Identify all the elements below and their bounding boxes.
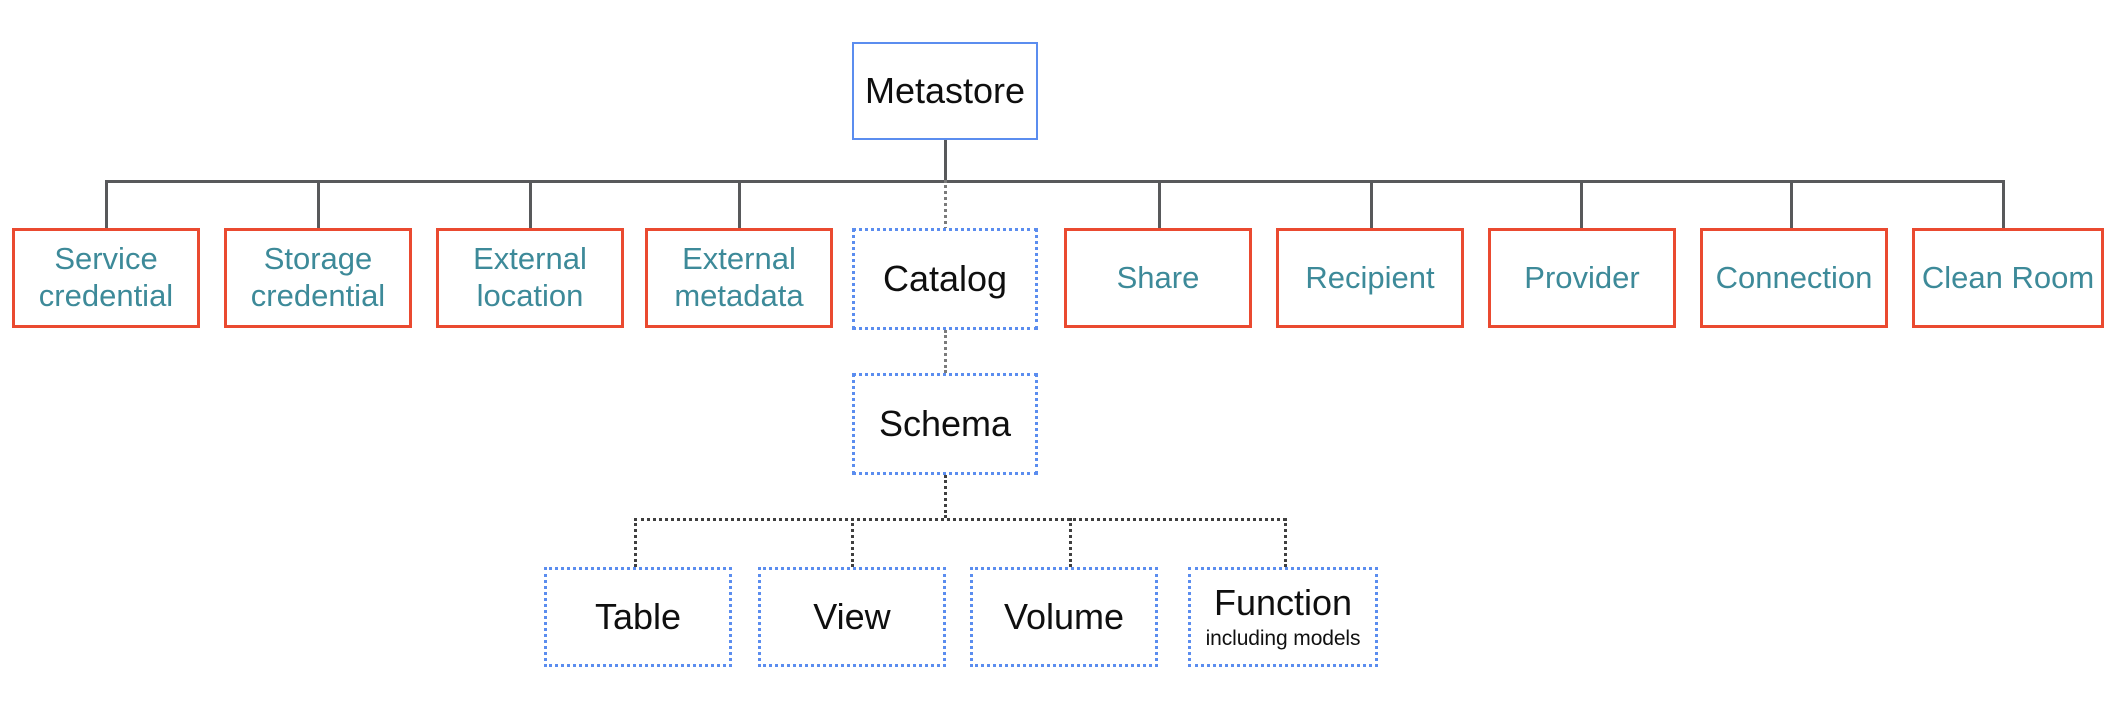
connector-drop-service-credential — [105, 180, 108, 228]
connector-drop-volume — [1069, 518, 1072, 567]
node-service-credential-label-line1: Service — [54, 241, 158, 277]
node-view-label: View — [813, 595, 891, 637]
node-function-sublabel: including models — [1205, 626, 1361, 650]
connector-drop-recipient — [1370, 180, 1373, 228]
connector-drop-share — [1158, 180, 1161, 228]
node-volume[interactable]: Volume — [970, 567, 1158, 667]
node-connection-label: Connection — [1715, 259, 1873, 295]
node-storage-credential[interactable]: Storage credential — [224, 228, 412, 328]
connector-bus-bar — [105, 180, 2005, 183]
connector-drop-catalog — [944, 180, 947, 230]
node-metastore[interactable]: Metastore — [852, 42, 1038, 140]
node-recipient[interactable]: Recipient — [1276, 228, 1464, 328]
connector-drop-view — [851, 518, 854, 567]
node-external-metadata-label-line2: metadata — [674, 278, 804, 313]
node-function[interactable]: Function including models — [1188, 567, 1378, 667]
node-schema[interactable]: Schema — [852, 373, 1038, 475]
connector-schema-stub — [944, 475, 947, 518]
connector-drop-clean-room — [2002, 180, 2005, 228]
connector-drop-external-location — [529, 180, 532, 228]
node-provider-label: Provider — [1524, 259, 1640, 295]
node-volume-label: Volume — [1003, 595, 1125, 637]
node-clean-room[interactable]: Clean Room — [1912, 228, 2104, 328]
node-recipient-label: Recipient — [1305, 259, 1435, 295]
connector-drop-external-metadata — [738, 180, 741, 228]
node-clean-room-label: Clean Room — [1921, 259, 2095, 295]
node-catalog-label: Catalog — [882, 257, 1008, 299]
node-function-label: Function — [1213, 582, 1353, 624]
node-share[interactable]: Share — [1064, 228, 1252, 328]
connector-catalog-to-schema — [944, 330, 947, 373]
node-storage-credential-label-line1: Storage — [263, 241, 373, 277]
node-view[interactable]: View — [758, 567, 946, 667]
node-storage-credential-label-line2: credential — [250, 278, 386, 313]
node-schema-label: Schema — [878, 402, 1012, 444]
connector-drop-storage-credential — [317, 180, 320, 228]
node-table[interactable]: Table — [544, 567, 732, 667]
node-external-location-label-line1: External — [473, 241, 587, 277]
node-service-credential[interactable]: Service credential — [12, 228, 200, 328]
connector-drop-connection — [1790, 180, 1793, 228]
connector-drop-provider — [1580, 180, 1583, 228]
connector-drop-function — [1284, 518, 1287, 567]
node-external-location[interactable]: External location — [436, 228, 624, 328]
node-connection[interactable]: Connection — [1700, 228, 1888, 328]
node-table-label: Table — [594, 595, 682, 637]
node-service-credential-label-line2: credential — [38, 278, 174, 313]
connector-metastore-stub — [944, 140, 947, 180]
connector-schema-bus-bar — [634, 518, 1286, 521]
node-share-label: Share — [1116, 259, 1200, 295]
node-external-metadata-label-line1: External — [682, 241, 796, 277]
node-catalog[interactable]: Catalog — [852, 228, 1038, 330]
node-provider[interactable]: Provider — [1488, 228, 1676, 328]
node-external-metadata[interactable]: External metadata — [645, 228, 833, 328]
node-metastore-label: Metastore — [864, 69, 1026, 111]
node-external-location-label-line2: location — [476, 278, 584, 313]
connector-drop-table — [634, 518, 637, 567]
